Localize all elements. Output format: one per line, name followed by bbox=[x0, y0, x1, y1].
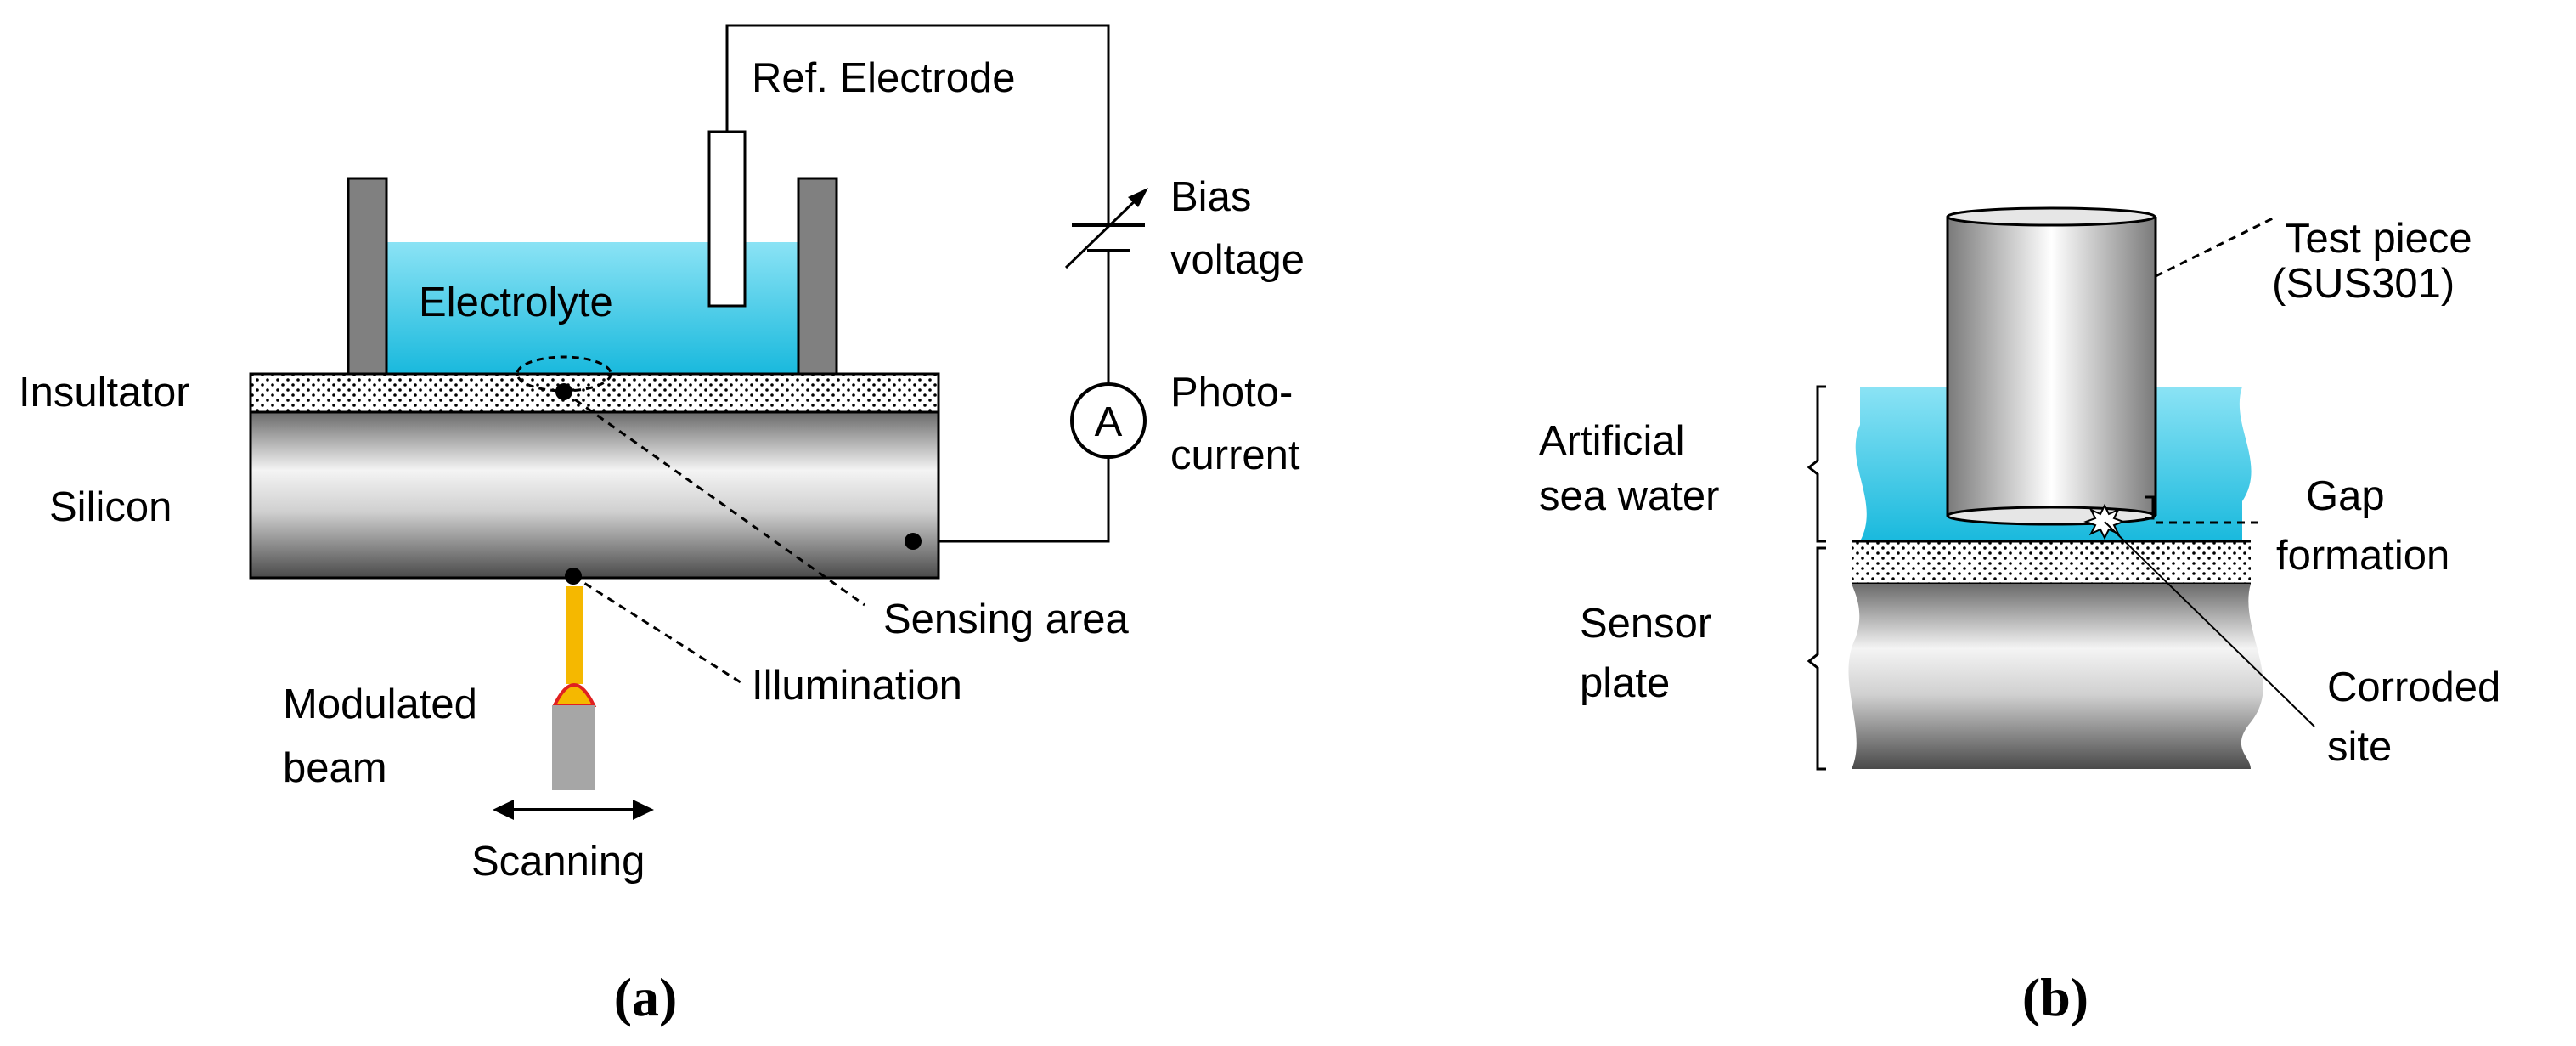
illumination-leader bbox=[572, 574, 744, 686]
sensor-insulator-layer bbox=[1852, 541, 2251, 584]
insultator-label: Insultator bbox=[19, 370, 190, 416]
illumination-label: Illumination bbox=[752, 663, 962, 709]
bias-voltage-label-2: voltage bbox=[1170, 237, 1305, 283]
scanning-label: Scanning bbox=[471, 839, 645, 885]
corroded-site-leader bbox=[2104, 521, 2315, 727]
panel-b: Test piece (SUS301) Artificial sea water… bbox=[1539, 206, 2500, 1027]
panel-a-caption: (a) bbox=[614, 967, 678, 1027]
test-piece-top bbox=[1946, 206, 2156, 227]
bias-voltage-symbol bbox=[1064, 188, 1148, 269]
test-piece-cylinder bbox=[1948, 217, 2156, 516]
panel-b-caption: (b) bbox=[2022, 967, 2088, 1027]
silicon-label: Silicon bbox=[49, 484, 172, 530]
reference-electrode bbox=[707, 130, 747, 308]
sea-water-bracket bbox=[1807, 385, 1826, 543]
bias-voltage-label-1: Bias bbox=[1170, 174, 1251, 220]
artificial-sea-water-label-1: Artificial bbox=[1539, 418, 1685, 464]
modulated-beam bbox=[566, 586, 583, 684]
gap-formation-label-2: formation bbox=[2276, 533, 2449, 579]
silicon-contact-dot bbox=[905, 533, 922, 550]
ammeter-symbol: A bbox=[1070, 382, 1147, 459]
test-piece-leader bbox=[2155, 215, 2277, 278]
corroded-site-label-2: site bbox=[2327, 724, 2392, 770]
lamp-housing bbox=[552, 705, 595, 790]
photocurrent-label-1: Photo- bbox=[1170, 370, 1293, 416]
sensor-plate-label-2: plate bbox=[1580, 660, 1670, 706]
circuit-wire bbox=[725, 24, 1110, 543]
cell-wall-right bbox=[797, 177, 838, 376]
silicon-substrate bbox=[249, 410, 940, 580]
artificial-sea-water-label-2: sea water bbox=[1539, 473, 1719, 519]
sensor-plate bbox=[1848, 584, 2263, 769]
ref-electrode-label: Ref. Electrode bbox=[752, 55, 1016, 101]
panel-a: A Ref. Electrode Bias bbox=[19, 24, 1305, 1027]
photocurrent-label-2: current bbox=[1170, 433, 1300, 478]
sensor-plate-bracket bbox=[1807, 546, 1826, 771]
cell-wall-left bbox=[347, 177, 388, 376]
lamp-glow bbox=[551, 683, 597, 707]
modulated-beam-label-2: beam bbox=[283, 745, 387, 791]
scanning-arrow bbox=[493, 800, 654, 820]
gap-formation-label-1: Gap bbox=[2306, 473, 2385, 519]
sensing-area-leader bbox=[563, 390, 865, 607]
test-piece-label-1: Test piece bbox=[2285, 216, 2472, 262]
sensing-area-label: Sensing area bbox=[883, 597, 1130, 642]
insulator-layer bbox=[249, 372, 940, 414]
ammeter-label: A bbox=[1095, 399, 1123, 445]
corroded-site-label-1: Corroded bbox=[2327, 664, 2500, 710]
test-piece-label-2: (SUS301) bbox=[2272, 261, 2455, 307]
sensor-plate-label-1: Sensor bbox=[1580, 601, 1711, 647]
electrolyte-label: Electrolyte bbox=[419, 280, 613, 325]
gap-formation-bracket bbox=[2145, 495, 2155, 520]
modulated-beam-label-1: Modulated bbox=[283, 681, 477, 727]
